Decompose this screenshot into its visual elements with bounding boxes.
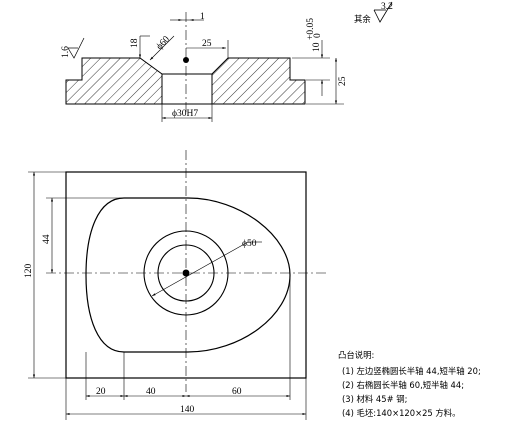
dim-tolerance-base: 10 bbox=[312, 42, 322, 52]
dim-seg-20: 20 bbox=[96, 387, 106, 397]
dim-height: 120 bbox=[24, 264, 34, 279]
dim-bore: ϕ30H7 bbox=[172, 109, 198, 119]
surface-note-label: 其余 bbox=[354, 14, 371, 24]
surface-roughness-value: 3.2 bbox=[381, 2, 393, 12]
section-center-point bbox=[183, 57, 189, 63]
dim-roughness-1-6: 1.6 bbox=[61, 46, 71, 58]
section-left-half bbox=[65, 57, 163, 105]
section-view: 1 18 ϕ60 25 10 +0.05 0 25 ϕ30H7 1.6 bbox=[61, 12, 348, 122]
dim-seg-60: 60 bbox=[232, 387, 242, 397]
dim-circle: ϕ50 bbox=[242, 239, 257, 249]
dim-tolerance-lower: 0 bbox=[313, 33, 323, 38]
dim-phi60: ϕ60 bbox=[155, 34, 172, 52]
note-item-3: (3) 材料 45# 钢; bbox=[342, 394, 407, 404]
section-right-half bbox=[211, 57, 306, 105]
notes-title: 凸台说明: bbox=[338, 350, 374, 360]
notes-block: 凸台说明: (1) 左边竖椭圆长半轴 44,短半轴 20; (2) 右椭圆长半轴… bbox=[338, 350, 481, 418]
dim-seg-40: 40 bbox=[146, 387, 156, 397]
note-item-4: (4) 毛坯:140×120×25 方料。 bbox=[342, 408, 461, 418]
dim-twenty-five-right: 25 bbox=[338, 76, 348, 86]
roughness-icon bbox=[67, 37, 85, 59]
dim-one: 1 bbox=[200, 12, 205, 22]
plan-view: ϕ50 120 44 20 40 60 140 bbox=[24, 150, 326, 420]
dim-short-axis: 44 bbox=[42, 234, 52, 244]
surface-finish-note: 其余 3.2 bbox=[354, 1, 393, 24]
boss-profile bbox=[85, 197, 291, 353]
dim-width: 140 bbox=[180, 405, 195, 415]
roughness-symbol-icon bbox=[373, 1, 393, 23]
note-item-1: (1) 左边竖椭圆长半轴 44,短半轴 20; bbox=[342, 366, 481, 376]
dim-tolerance-upper: +0.05 bbox=[306, 18, 316, 40]
dim-eighteen: 18 bbox=[130, 38, 140, 48]
dim-twenty-five: 25 bbox=[202, 39, 212, 49]
note-item-2: (2) 右椭圆长半轴 60,短半轴 44; bbox=[342, 380, 464, 390]
